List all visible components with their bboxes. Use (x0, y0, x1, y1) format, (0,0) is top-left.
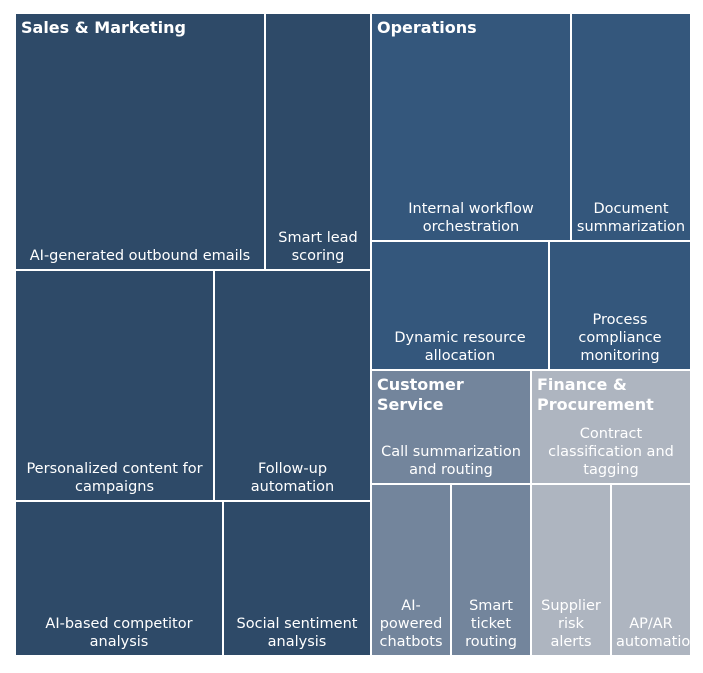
tile-label: Smart lead scoring (278, 230, 358, 264)
treemap-tile-contract-classification-and-tagging: Contract classification and tagging (531, 370, 691, 484)
treemap-tile-supplier-risk-alerts: Supplier risk alerts (531, 484, 611, 656)
treemap-tile-ai-based-competitor-analysis: AI-based competitor analysis (15, 501, 223, 656)
treemap-tile-call-summarization-and-routing: Call summarization and routing (371, 370, 531, 484)
treemap-tile-dynamic-resource-allocation: Dynamic resource allocation (371, 241, 549, 370)
treemap-tile-follow-up-automation: Follow-up automation (214, 270, 371, 501)
tile-label: Smart ticket routing (465, 598, 517, 650)
tile-label: Dynamic resource allocation (394, 330, 526, 364)
treemap-tile-smart-ticket-routing: Smart ticket routing (451, 484, 531, 656)
treemap-tile-social-sentiment-analysis: Social sentiment analysis (223, 501, 371, 656)
treemap-tile-document-summarization: Document summarization (571, 13, 691, 241)
treemap-tile-smart-lead-scoring: Smart lead scoring (265, 13, 371, 270)
treemap-tile-ap-ar-automation: AP/AR automation (611, 484, 691, 656)
tile-label: Personalized content for campaigns (26, 461, 203, 495)
tile-label: Call summarization and routing (381, 444, 521, 478)
treemap-tile-personalized-content-for-campaigns: Personalized content for campaigns (15, 270, 214, 501)
tile-label: AP/AR automation (616, 616, 691, 650)
tile-label: Internal workflow orchestration (408, 201, 534, 235)
tile-label: AI-powered chatbots (379, 598, 443, 650)
treemap-tile-ai-powered-chatbots: AI-powered chatbots (371, 484, 451, 656)
tile-label: Process compliance monitoring (578, 312, 662, 364)
treemap-tile-ai-generated-outbound-emails: AI-generated outbound emails (15, 13, 265, 270)
tile-label: AI-generated outbound emails (29, 248, 251, 264)
tile-label: Social sentiment analysis (236, 616, 358, 650)
tile-label: Supplier risk alerts (541, 598, 601, 650)
tile-label: Contract classification and tagging (548, 426, 674, 478)
treemap-tile-internal-workflow-orchestration: Internal workflow orchestration (371, 13, 571, 241)
tile-label: Document summarization (576, 201, 686, 235)
treemap-tile-process-compliance-monitoring: Process compliance monitoring (549, 241, 691, 370)
tile-label: AI-based competitor analysis (45, 616, 193, 650)
tile-label: Follow-up automation (250, 461, 335, 495)
